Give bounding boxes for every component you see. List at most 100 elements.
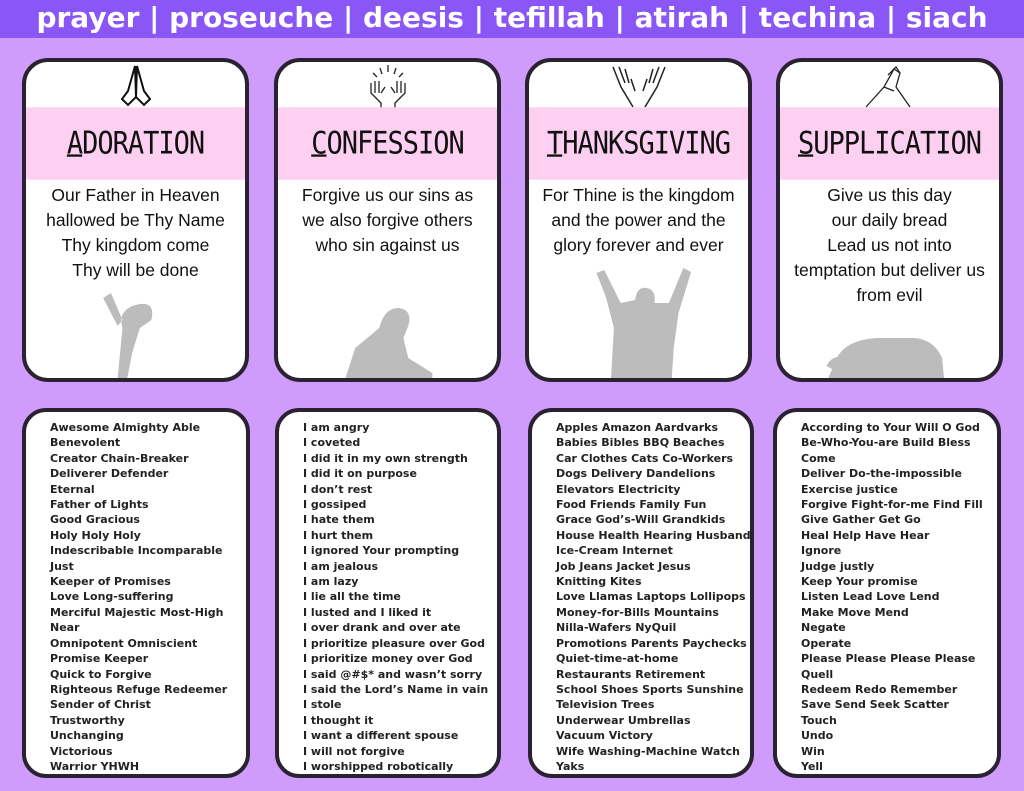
- list-item: Just: [50, 559, 74, 573]
- list-item: Promise Keeper: [50, 652, 149, 666]
- list-item: I hurt them: [303, 528, 374, 542]
- list-item: Win: [801, 744, 825, 758]
- verse-line: Our Father in Heaven: [51, 185, 220, 205]
- card-title-rest: HANKSGIVING: [562, 125, 731, 162]
- list-item: Negate: [801, 621, 846, 635]
- list-item: Righteous Refuge Redeemer: [50, 682, 228, 696]
- verse-line: hallowed be Thy Name: [46, 210, 225, 230]
- list-item: Grace God’s-Will Grandkids: [556, 513, 726, 527]
- list-item: Heal Help Have Hear: [801, 528, 930, 542]
- list-item: Quiet-time-at-home: [556, 652, 679, 666]
- list-item: Nilla-Wafers NyQuil: [556, 621, 677, 635]
- list-item: I will not forgive: [303, 744, 405, 758]
- list-item: I lie all the time: [303, 590, 401, 604]
- list-item: I prioritize pleasure over God: [303, 636, 485, 650]
- verse-line: Thy will be done: [72, 260, 199, 280]
- list-item: I am lazy: [303, 575, 359, 589]
- list-item: Indescribable Incomparable: [50, 544, 223, 558]
- list-item: Dogs Delivery Dandelions: [556, 467, 716, 481]
- card-title-initial: T: [546, 125, 563, 162]
- list-item: Keep Your promise: [801, 575, 918, 589]
- list-item: Television Trees: [556, 698, 655, 712]
- list-item: Good Gracious: [50, 513, 140, 527]
- list-item: Save Send Seek Scatter: [801, 698, 949, 712]
- list-item: Sender of Christ: [50, 698, 151, 712]
- list-item: Touch: [801, 713, 837, 727]
- list-item: Warrior YHWH: [50, 759, 140, 773]
- card-title-rest: ONFESSION: [326, 125, 464, 162]
- list-item: I gossiped: [303, 498, 367, 512]
- verse-line: Thy kingdom come: [61, 235, 210, 255]
- praying-figure-silhouette-icon: [345, 308, 433, 378]
- praying-hands-icon: [26, 62, 245, 112]
- list-item: Car Clothes Cats Co-Workers: [556, 451, 734, 465]
- list-item: I stole: [303, 698, 342, 712]
- list-item: Restaurants Retirement: [556, 667, 706, 681]
- list-item: Exercise justice: [801, 482, 898, 496]
- list-item: Judge justly: [801, 559, 875, 573]
- list-item: Ice-Cream Internet: [556, 544, 673, 558]
- card-title-initial: S: [797, 125, 814, 162]
- list-item: Creator Chain-Breaker: [50, 451, 189, 465]
- list-item: Job Jeans Jacket Jesus: [556, 559, 691, 573]
- verse-line: glory forever and ever: [553, 235, 724, 255]
- list-item: Food Friends Family Fun: [556, 498, 707, 512]
- list-item: Merciful Majestic Most-High: [50, 605, 224, 619]
- list-item: Victorious: [50, 744, 113, 758]
- list-item: Awesome Almighty Able: [50, 421, 201, 434]
- list-item: Please Please Please Please: [801, 652, 976, 666]
- list-item: Vacuum Victory: [556, 729, 653, 743]
- list-item: I want a different spouse: [303, 729, 459, 743]
- list-item: Benevolent: [50, 436, 121, 450]
- list-item: Eternal: [50, 482, 95, 496]
- list-item: Quick to Forgive: [50, 667, 152, 681]
- list-item: I coveted: [303, 436, 361, 450]
- list-item: Ignore: [801, 544, 842, 558]
- list-item: I ignored Your prompting: [303, 544, 460, 558]
- list-item: I over drank and over ate: [303, 621, 461, 635]
- list-item: I did it on purpose: [303, 467, 417, 481]
- list-item: Unchanging: [50, 729, 124, 743]
- list-item: Elevators Electricity: [556, 482, 681, 496]
- list-item: Redeem Redo Remember: [801, 682, 958, 696]
- verse-line: Forgive us our sins as: [301, 185, 474, 205]
- card-title-initial: C: [311, 125, 327, 162]
- list-item: Father of Lights: [50, 498, 149, 512]
- list-item: Operate: [801, 636, 852, 650]
- list-item: I worshipped robotically: [303, 759, 454, 773]
- list-item: I lusted and I liked it: [303, 605, 432, 619]
- list-item: Give Gather Get Go: [801, 513, 921, 527]
- list-item: Deliverer Defender: [50, 467, 169, 481]
- praying-figure-silhouette-icon: [826, 338, 945, 378]
- list-item: Knitting Kites: [556, 575, 642, 589]
- list-item: Yaks: [556, 759, 585, 773]
- verse-line: we also forgive others: [302, 210, 473, 230]
- list-item: Wife Washing-Machine Watch: [556, 744, 740, 758]
- list-item: Make Move Mend: [801, 605, 909, 619]
- verse-line: who sin against us: [315, 235, 460, 255]
- list-item: I prioritize money over God: [303, 652, 473, 666]
- list-item: I hate them: [303, 513, 375, 527]
- list-item: Forgive Fight-for-me Find Fill: [801, 498, 983, 512]
- list-item: Listen Lead Love Lend: [801, 590, 940, 604]
- list-item: School Shoes Sports Sunshine: [556, 682, 744, 696]
- list-item: Come: [801, 451, 836, 465]
- card-verse: Our Father in Heaven hallowed be Thy Name…: [26, 175, 245, 283]
- raised-hands-icon: [529, 62, 748, 112]
- list-item: I thought it: [303, 713, 374, 727]
- verse-line: our daily bread: [831, 210, 948, 230]
- verse-line: For Thine is the kingdom: [542, 185, 735, 205]
- list-item: Promotions Parents Paychecks: [556, 636, 747, 650]
